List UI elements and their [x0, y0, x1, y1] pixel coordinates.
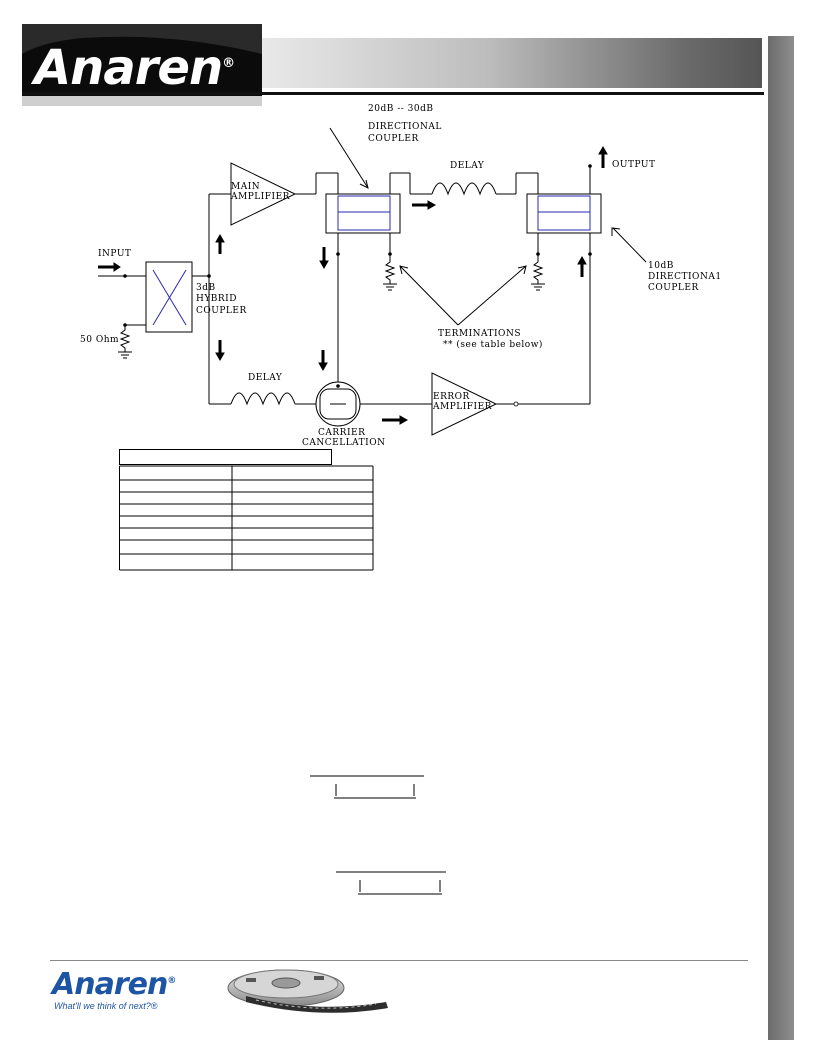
logo-swoosh [22, 24, 262, 54]
upper-path-arrow [215, 233, 225, 254]
svg-text:DELAY: DELAY [248, 373, 283, 383]
svg-text:COUPLER: COUPLER [648, 283, 699, 293]
svg-text:DIRECTIONA1: DIRECTIONA1 [648, 272, 722, 282]
footer-tagline: What'll we think of next?® [54, 1001, 158, 1011]
footer-logo: Anaren® What'll we think of next?® [52, 967, 220, 1013]
svg-text:COUPLER: COUPLER [368, 134, 419, 144]
equation-2 [336, 871, 446, 895]
footer-rule [50, 960, 748, 961]
svg-text:DELAY: DELAY [450, 161, 485, 171]
svg-text:50 Ohm: 50 Ohm [80, 335, 119, 345]
terminations-table [119, 449, 374, 571]
svg-text:CANCELLATION: CANCELLATION [302, 438, 386, 448]
svg-text:10dB: 10dB [648, 261, 674, 271]
svg-text:** (see table below): ** (see table below) [443, 339, 543, 350]
header-logo-text: Anaren® [34, 40, 235, 96]
error-up-arrow [577, 255, 587, 277]
tape-reel-image [227, 969, 388, 1013]
svg-text:INPUT: INPUT [98, 249, 131, 259]
svg-text:3dB: 3dB [196, 283, 216, 293]
svg-text:ERROR: ERROR [433, 392, 470, 402]
header-gradient-bar [262, 38, 762, 88]
svg-text:AMPLIFIER: AMPLIFIER [432, 402, 492, 412]
svg-text:DIRECTIONAL: DIRECTIONAL [368, 122, 442, 132]
svg-text:COUPLER: COUPLER [196, 306, 247, 316]
coupler-out-arrow [412, 200, 437, 210]
error-in-arrow [382, 415, 409, 425]
side-bar [768, 36, 794, 1040]
svg-text:AMPLIFIER: AMPLIFIER [230, 192, 290, 202]
svg-text:CARRIER: CARRIER [318, 428, 365, 438]
input-arrow [98, 262, 121, 272]
footer-logo-text: Anaren® [52, 967, 176, 1002]
svg-text:OUTPUT: OUTPUT [612, 160, 655, 170]
svg-text:HYBRID: HYBRID [196, 294, 237, 304]
feedforward-amplifier-diagram: 20dB -- 30dB DIRECTIONAL COUPLER DELAY O… [80, 104, 722, 448]
svg-text:20dB -- 30dB: 20dB -- 30dB [368, 104, 433, 114]
cancel-in-arrow [318, 350, 328, 372]
svg-text:TERMINATIONS: TERMINATIONS [438, 329, 521, 339]
output-arrow [598, 145, 608, 168]
lower-path-arrow [215, 340, 225, 362]
sample-down-arrow [319, 247, 329, 270]
equation-1 [310, 775, 424, 799]
header-rule [22, 92, 764, 95]
header-shadow-strip [22, 96, 262, 106]
svg-text:MAIN: MAIN [231, 182, 260, 192]
